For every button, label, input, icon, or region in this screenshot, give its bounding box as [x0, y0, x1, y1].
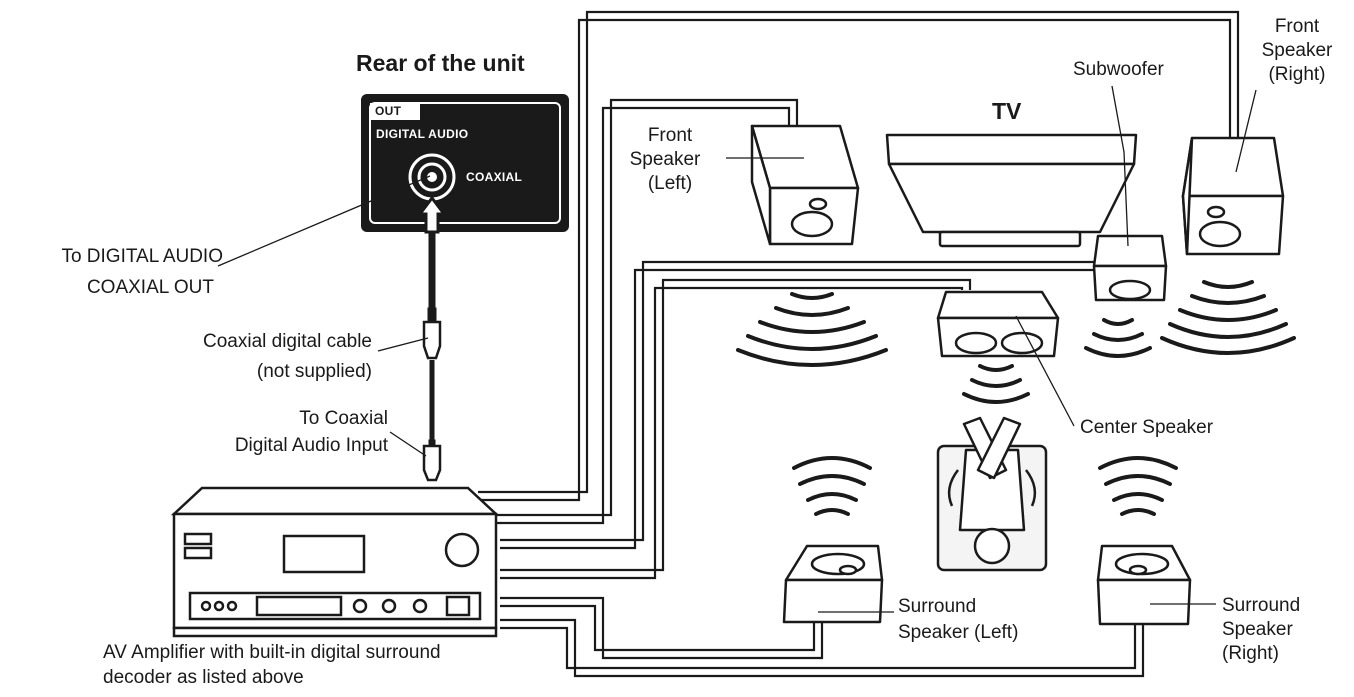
- center-speaker-label: Center Speaker: [1080, 417, 1214, 438]
- front-left-label-2: Speaker: [629, 149, 701, 170]
- front-left-speaker: [750, 124, 860, 246]
- coaxial-cable: [417, 195, 447, 482]
- front-right-speaker: [1181, 136, 1285, 256]
- surround-left-label-2: Speaker (Left): [898, 622, 1019, 643]
- panel-digital-audio-label: DIGITAL AUDIO: [376, 127, 469, 141]
- surround-left-speaker: [782, 544, 884, 624]
- panel-out-label: OUT: [375, 104, 402, 118]
- amp-label-2: decoder as listed above: [103, 667, 304, 688]
- front-right-label-1: Front: [1274, 16, 1320, 37]
- center-speaker-icon: [936, 290, 1060, 358]
- to-digital-out-label-2: COAXIAL OUT: [86, 277, 214, 298]
- cable-label-1: Coaxial digital cable: [203, 331, 372, 352]
- surround-right-label-1: Surround: [1222, 595, 1301, 616]
- surround-right-label-2: Speaker: [1222, 619, 1293, 640]
- cable-label-2: (not supplied): [256, 361, 372, 382]
- to-digital-out-label-1: To DIGITAL AUDIO: [61, 246, 223, 267]
- sound-waves: [736, 280, 1296, 516]
- input-label-1: To Coaxial: [299, 408, 388, 429]
- front-right-label-3: (Right): [1268, 64, 1326, 85]
- listener-icon: [936, 416, 1048, 572]
- tv-icon: [885, 133, 1138, 248]
- front-left-label-3: (Left): [647, 173, 693, 194]
- front-left-label-1: Front: [647, 125, 693, 146]
- surround-right-label-3: (Right): [1222, 643, 1280, 664]
- tv-label: TV: [992, 98, 1022, 124]
- subwoofer-icon: [1092, 234, 1168, 302]
- front-right-label-2: Speaker: [1261, 40, 1333, 61]
- speaker-wires: [478, 10, 1240, 678]
- surround-left-label-1: Surround: [898, 596, 977, 617]
- input-label-2: Digital Audio Input: [234, 435, 388, 456]
- rear-unit-title: Rear of the unit: [356, 50, 525, 76]
- rear-panel: [361, 94, 569, 232]
- amp-label-1: AV Amplifier with built-in digital surro…: [103, 642, 441, 663]
- panel-coaxial-label: COAXIAL: [466, 170, 523, 184]
- leader-lines: [217, 85, 1257, 613]
- subwoofer-label: Subwoofer: [1073, 59, 1164, 80]
- av-amplifier: [170, 486, 500, 638]
- surround-right-speaker: [1096, 544, 1192, 626]
